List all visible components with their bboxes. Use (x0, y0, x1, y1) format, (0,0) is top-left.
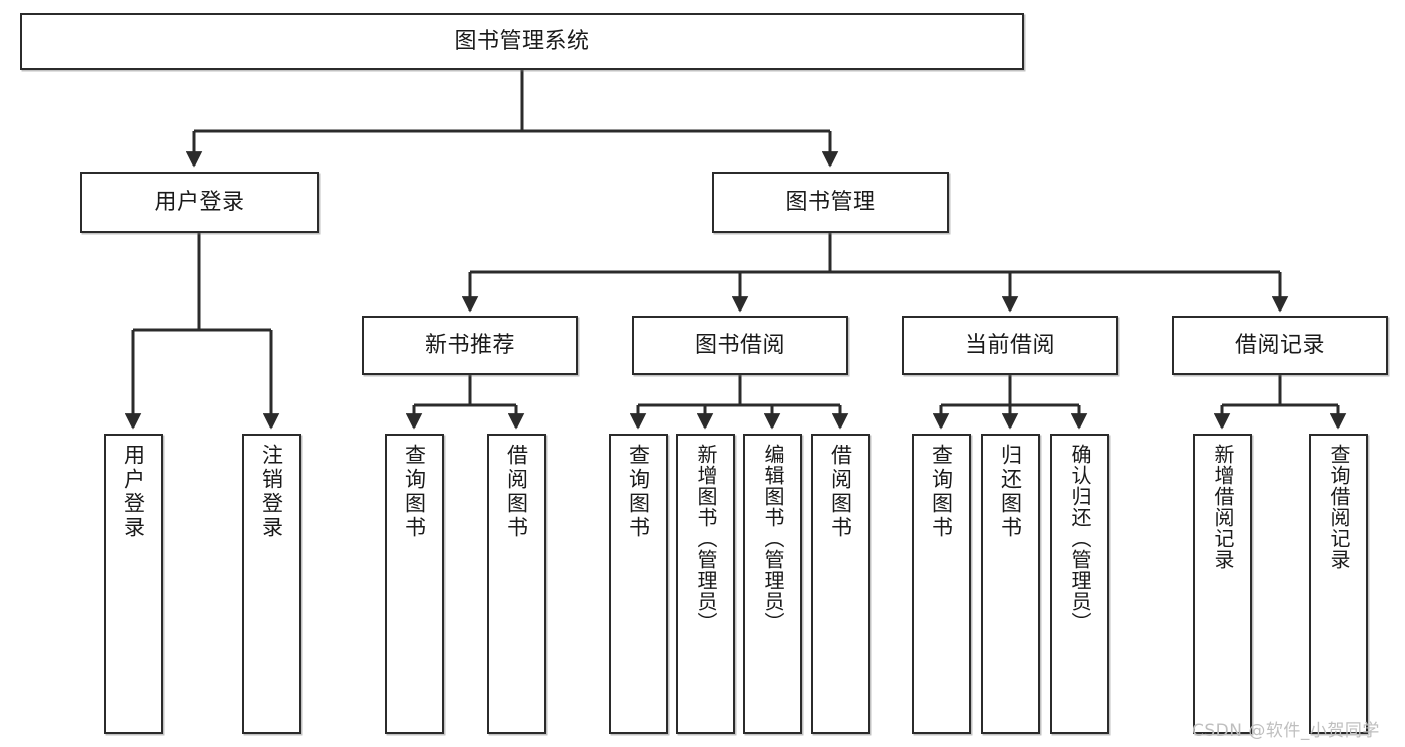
node-label: 注销登录 (259, 444, 284, 540)
node-user-login[interactable]: 用户登录 (80, 172, 319, 233)
node-label: 借阅记录 (1234, 332, 1325, 358)
node-label: 查询图书 (626, 444, 651, 540)
node-leaf-add-book-admin[interactable]: 新增图书（管理员） (676, 434, 735, 734)
node-leaf-borrow-book-borrow[interactable]: 借阅图书 (811, 434, 870, 734)
node-label: 确认归还（管理员） (1068, 444, 1092, 633)
node-leaf-query-book-current[interactable]: 查询图书 (912, 434, 971, 734)
node-current-borrow[interactable]: 当前借阅 (902, 316, 1118, 375)
node-label: 新书推荐 (424, 332, 515, 358)
node-new-book-recommend[interactable]: 新书推荐 (362, 316, 578, 375)
node-root-book-management-system[interactable]: 图书管理系统 (20, 13, 1024, 70)
node-leaf-query-borrow-record[interactable]: 查询借阅记录 (1309, 434, 1368, 734)
node-leaf-add-borrow-record[interactable]: 新增借阅记录 (1193, 434, 1252, 734)
node-label: 新增图书（管理员） (694, 444, 718, 633)
node-label: 归还图书 (998, 444, 1023, 540)
node-book-borrow[interactable]: 图书借阅 (632, 316, 848, 375)
node-borrow-records[interactable]: 借阅记录 (1172, 316, 1388, 375)
node-leaf-return-book[interactable]: 归还图书 (981, 434, 1040, 734)
node-book-management[interactable]: 图书管理 (712, 172, 949, 233)
node-label: 图书管理系统 (454, 28, 590, 54)
node-leaf-logout[interactable]: 注销登录 (242, 434, 301, 734)
node-label: 查询图书 (929, 444, 954, 540)
node-label: 用户登录 (121, 444, 146, 540)
node-label: 借阅图书 (504, 444, 529, 540)
node-leaf-query-book-borrow[interactable]: 查询图书 (609, 434, 668, 734)
node-leaf-edit-book-admin[interactable]: 编辑图书（管理员） (743, 434, 802, 734)
node-leaf-borrow-book-newbooks[interactable]: 借阅图书 (487, 434, 546, 734)
node-label: 查询借阅记录 (1327, 444, 1351, 570)
node-leaf-user-login[interactable]: 用户登录 (104, 434, 163, 734)
node-label: 借阅图书 (828, 444, 853, 540)
node-leaf-confirm-return-admin[interactable]: 确认归还（管理员） (1050, 434, 1109, 734)
node-label: 当前借阅 (964, 332, 1055, 358)
node-label: 用户登录 (154, 189, 245, 215)
node-label: 查询图书 (402, 444, 427, 540)
node-label: 图书管理 (785, 189, 876, 215)
node-label: 图书借阅 (694, 332, 785, 358)
csdn-watermark: CSDN @软件_小贺同学 (1192, 721, 1380, 741)
node-label: 编辑图书（管理员） (761, 444, 785, 633)
node-label: 新增借阅记录 (1211, 444, 1235, 570)
node-leaf-query-book-newbooks[interactable]: 查询图书 (385, 434, 444, 734)
